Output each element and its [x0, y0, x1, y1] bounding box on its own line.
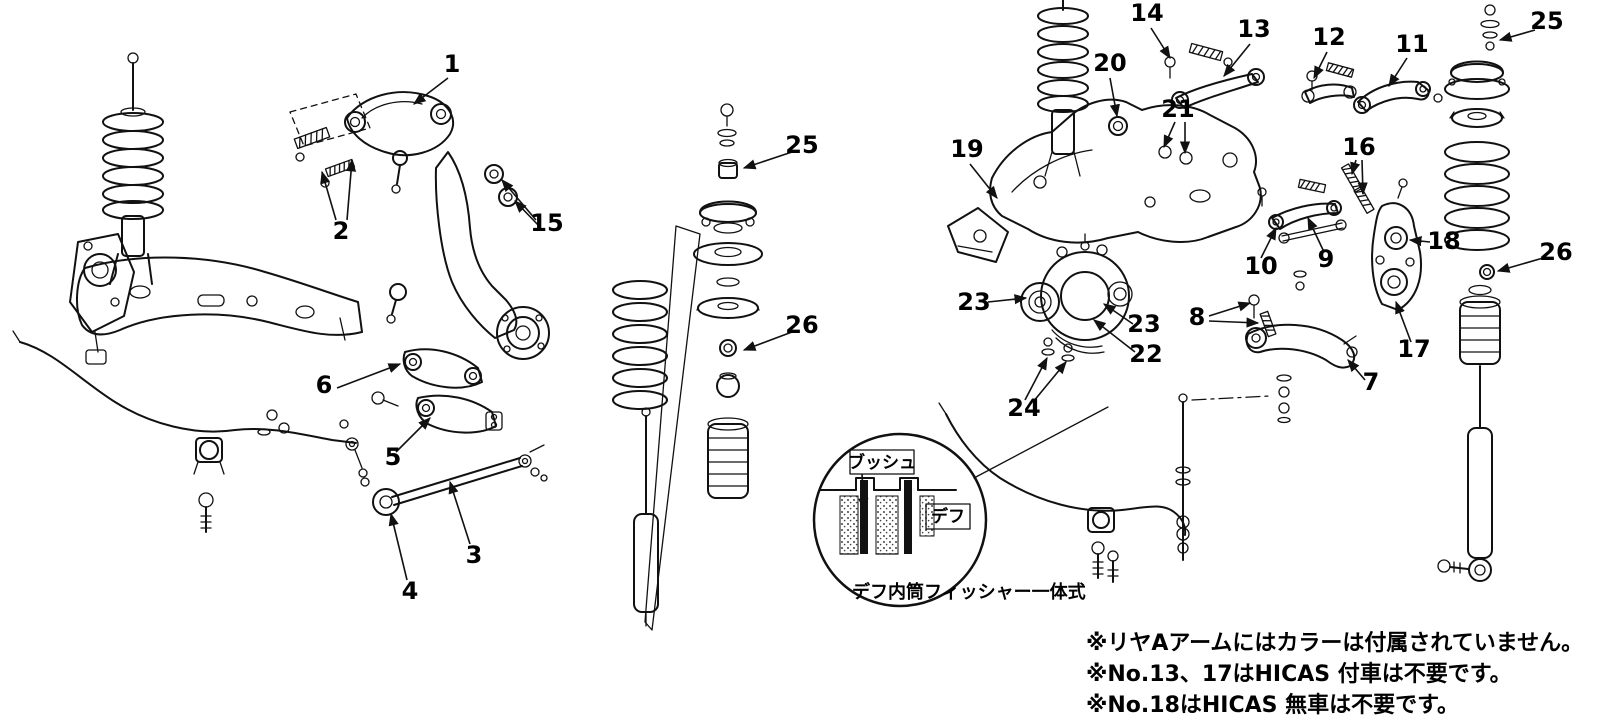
rear-strut-spring [1037, 0, 1089, 177]
callout-20: 20 [1093, 49, 1126, 77]
callout-26-center: 26 [785, 311, 818, 339]
bush-label-box [849, 449, 915, 475]
callout-5: 5 [385, 443, 402, 471]
callout-13: 13 [1237, 15, 1270, 43]
front-compression-arm [402, 348, 483, 389]
rear-shock-exploded [1437, 4, 1510, 582]
rear-knuckle [1371, 178, 1422, 311]
rear-differential [1020, 233, 1133, 362]
callout-18: 18 [1427, 227, 1460, 255]
rear-upper-link-11 [1353, 80, 1443, 114]
callout-3: 3 [466, 541, 483, 569]
footnote-line-1: ※リヤAアームにはカラーは付属されていません。 [1086, 631, 1584, 656]
front-upper-arm [344, 91, 455, 194]
callout-15: 15 [530, 209, 563, 237]
callout-6: 6 [316, 371, 333, 399]
callout-2: 2 [333, 217, 350, 245]
footnotes: ※リヤAアームにはカラーは付属されていません。 ※No.13、17はHICAS … [1086, 628, 1583, 721]
rear-subframe-bracket [947, 207, 1009, 263]
rear-stabilizer-bar [938, 402, 1187, 583]
inset-caption: デフ内筒フィッシャー一体式 [852, 581, 1086, 603]
front-upright [386, 151, 550, 360]
center-trim-strip [644, 225, 701, 631]
callout-10: 10 [1244, 252, 1277, 280]
inset-bush-label: ブッシュ [848, 452, 916, 473]
front-strut-assembly [102, 52, 164, 285]
callout-21: 21 [1161, 95, 1194, 123]
rear-subframe [989, 98, 1262, 244]
callout-17: 17 [1397, 335, 1430, 363]
rear-knuckle-bolts-16 [1340, 163, 1375, 214]
bushing-sleeve-right [904, 480, 912, 554]
footnote-line-3: ※No.18はHICAS 無車は不要です。 [1086, 693, 1459, 718]
center-coil-spring [612, 280, 668, 410]
callout-labels: 1 2 3 4 5 6 15 25 26 19 20 14 21 13 12 1… [316, 0, 1573, 605]
callout-14: 14 [1130, 0, 1163, 27]
rear-upper-link-12 [1301, 62, 1357, 104]
rear-lower-arm [1245, 270, 1358, 424]
callout-7: 7 [1363, 368, 1380, 396]
inset-diff-label: デフ [931, 506, 965, 527]
footnote-line-2: ※No.13、17はHICAS 付車は不要です。 [1086, 662, 1512, 687]
callout-11: 11 [1395, 30, 1428, 58]
center-shock-exploded [693, 103, 763, 499]
callout-25-center: 25 [785, 131, 818, 159]
callout-24: 24 [1007, 394, 1040, 422]
callout-25-rear: 25 [1530, 7, 1563, 35]
bushing-sleeve-left [860, 480, 868, 554]
front-crossmember [76, 256, 363, 365]
diff-bushing-inset: ブッシュ デフ デフ内筒フィッシャー一体式 [812, 406, 1109, 608]
front-upper-arm-bolts [289, 93, 371, 188]
callout-19: 19 [950, 135, 983, 163]
callout-1: 1 [444, 50, 461, 78]
callout-23-left: 23 [957, 288, 990, 316]
callout-26-rear: 26 [1539, 238, 1572, 266]
callout-8: 8 [1189, 303, 1206, 331]
rear-links-9-10 [1257, 178, 1347, 244]
front-lower-arm [257, 391, 503, 436]
callout-23-right: 23 [1127, 310, 1160, 338]
front-stabilizer-bar [12, 330, 370, 533]
callout-4: 4 [402, 577, 419, 605]
callout-12: 12 [1312, 23, 1345, 51]
callout-16: 16 [1342, 133, 1375, 161]
rear-end-link [1175, 393, 1271, 561]
front-knuckle-hub [69, 233, 135, 333]
callout-22: 22 [1129, 340, 1162, 368]
diff-label-box [925, 503, 971, 530]
callout-9: 9 [1318, 245, 1335, 273]
center-shock-absorber [633, 407, 659, 627]
callout-leaders [320, 27, 1544, 581]
